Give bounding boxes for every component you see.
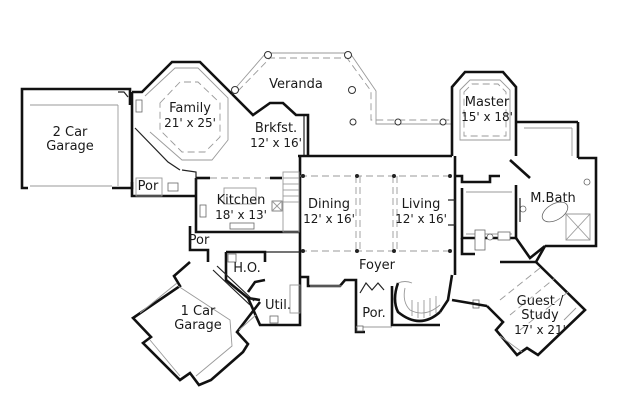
room-name: Brkfst. <box>254 121 298 136</box>
room-label-one-car-garage: 1 Car Garage <box>174 305 222 333</box>
master-hall-walls <box>455 159 531 240</box>
breakfast-walls <box>231 93 310 155</box>
room-name: H.O. <box>233 261 261 276</box>
room-name: Master <box>464 95 510 110</box>
room-label-foyer: Foyer <box>359 259 395 273</box>
room-name: Foyer <box>358 258 396 273</box>
room-label-master: Master 15' x 18' <box>461 95 513 125</box>
room-label-living: Living 12' x 16' <box>395 197 447 227</box>
room-name-line2: Study <box>521 308 559 323</box>
room-name: 1 Car <box>180 304 216 319</box>
guest-study-walls <box>451 261 587 357</box>
room-label-dining: Dining 12' x 16' <box>303 197 355 227</box>
room-name: Living <box>401 197 441 212</box>
room-label-veranda: Veranda <box>269 78 323 92</box>
room-name-line2: Garage <box>174 318 222 333</box>
room-label-front-porch: Por. <box>362 307 386 321</box>
room-label-family: Family 21' x 25' <box>164 101 216 131</box>
room-label-guest-study: Guest / Study 17' x 21' <box>514 294 566 338</box>
foyer-front-walls <box>300 275 398 334</box>
room-name: Util. <box>265 298 291 313</box>
room-label-porch-side: Por <box>189 234 210 248</box>
room-name-line2: Garage <box>46 139 94 154</box>
mud-area-walls <box>130 169 197 198</box>
room-name: Por <box>137 179 159 194</box>
master-bath-walls <box>514 156 598 260</box>
room-label-home-office: H.O. <box>233 262 261 276</box>
two-car-garage-walls <box>20 87 134 190</box>
room-label-master-bath: M.Bath <box>530 192 576 206</box>
room-label-breakfast: Brkfst. 12' x 16' <box>250 121 302 151</box>
room-label-two-car-garage: 2 Car Garage <box>46 126 94 154</box>
family-walls <box>130 60 233 182</box>
room-name: 2 Car <box>52 125 88 140</box>
master-walls <box>450 70 580 158</box>
room-name: Kitchen <box>216 193 266 208</box>
room-dimensions: 17' x 21' <box>514 323 566 337</box>
room-name: Guest / <box>516 294 564 309</box>
room-dimensions: 18' x 13' <box>215 208 267 222</box>
room-dimensions: 15' x 18' <box>461 110 513 124</box>
room-name: Family <box>169 101 211 116</box>
room-name: M.Bath <box>530 191 576 206</box>
room-name: Por. <box>362 306 386 321</box>
room-dimensions: 12' x 16' <box>395 212 447 226</box>
curved-stair <box>393 274 454 327</box>
room-name: Dining <box>308 197 350 212</box>
room-dimensions: 21' x 25' <box>164 116 216 130</box>
room-label-utility: Util. <box>265 299 291 313</box>
room-label-kitchen: Kitchen 18' x 13' <box>215 193 267 223</box>
room-label-porch-garage: Por <box>138 180 159 194</box>
room-dimensions: 12' x 16' <box>250 136 302 150</box>
room-dimensions: 12' x 16' <box>303 212 355 226</box>
room-name: Veranda <box>269 77 323 92</box>
kitchen-stair <box>282 171 300 233</box>
room-name: Por <box>188 233 210 248</box>
one-car-garage-walls <box>131 261 262 387</box>
veranda-outline <box>231 51 452 126</box>
